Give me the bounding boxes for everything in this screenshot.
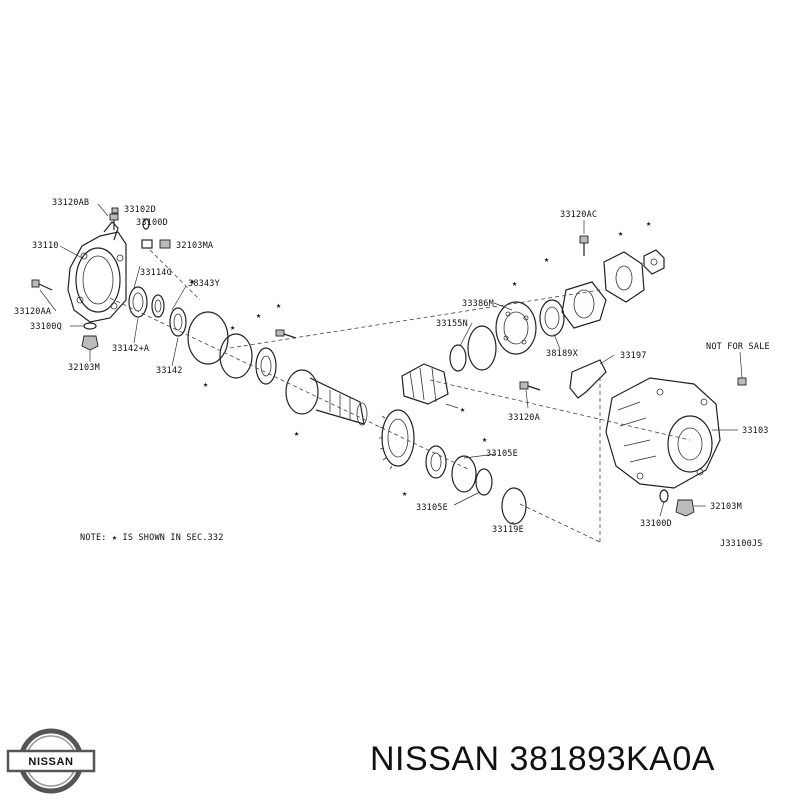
star-marker: ★ (460, 405, 465, 415)
label-33120a: 33120A (508, 413, 540, 423)
label-33197: 33197 (620, 351, 647, 361)
assembly-lines (109, 249, 691, 543)
star-marker: ★ (256, 311, 261, 321)
bearing-33105e (425, 445, 447, 479)
leader-lines (39, 203, 743, 525)
part-number-caption: NISSAN 381893KA0A (370, 740, 715, 778)
label-33103: 33103 (742, 426, 769, 436)
companion-flange (285, 369, 368, 426)
washer-33100q (83, 322, 97, 330)
star-marker: ★ (276, 301, 281, 311)
label-33100d-right: 33100D (640, 519, 672, 529)
bolt-33120aa (31, 279, 53, 291)
pinion-gear (401, 363, 459, 409)
label-32103m-left: 32103M (68, 363, 100, 373)
seal-33114g (151, 294, 165, 318)
star-marker: ★ (544, 255, 549, 265)
star-marker: ★ (203, 380, 208, 390)
shim-33155n (449, 344, 467, 372)
plug-32103ma (141, 239, 171, 249)
star-marker: ★ (230, 323, 235, 333)
label-33105e-a: 33105E (486, 449, 518, 459)
shim-33103e (475, 468, 493, 496)
plug-32103m-right (675, 499, 695, 517)
nut-right (643, 249, 665, 275)
washer-33100d-right (659, 489, 669, 503)
label-32103ma: 32103MA (176, 241, 213, 251)
label-33100d: 33100D (136, 218, 168, 228)
label-33119e: 33119E (492, 525, 524, 535)
section-note: NOTE: ★ IS SHOWN IN SEC.332 (80, 533, 224, 543)
label-33155n: 33155N (436, 319, 468, 329)
o-ring-33119e (501, 487, 527, 525)
logo-brand-text: NISSAN (28, 756, 73, 768)
label-33142: 33142 (156, 366, 183, 376)
part-labels: 33120AB 33102D 33100D 33110 32103MA 3311… (14, 198, 770, 549)
seal-center (255, 347, 277, 385)
label-33120aa: 33120AA (14, 307, 51, 317)
plug-32103m-left (81, 335, 99, 351)
label-33386m: 33386M (462, 299, 494, 309)
star-marker: ★ (402, 489, 407, 499)
bearing-38189x (539, 299, 565, 337)
o-ring-38343y (187, 311, 229, 365)
bearing-33142a (128, 286, 148, 318)
ring-gear (379, 409, 415, 470)
label-38189x: 38189X (546, 349, 579, 359)
differential-housing (605, 377, 721, 489)
label-33142a: 33142+A (112, 344, 149, 354)
washer-33100d (142, 218, 150, 230)
plug-not-for-sale (737, 377, 747, 386)
bolt-33120ac (579, 235, 589, 256)
star-marker: ★ (646, 219, 651, 229)
star-marker: ★ (294, 429, 299, 439)
star-marker: ★ (190, 277, 195, 287)
bearing-33386m (495, 301, 537, 355)
star-marker: ★ (482, 435, 487, 445)
o-ring-center (219, 333, 253, 379)
bolt-center (275, 329, 297, 339)
label-33100q: 33100Q (30, 322, 62, 332)
plug-33102d (111, 207, 119, 214)
label-32103m-right: 32103M (710, 502, 742, 512)
bracket-33197 (519, 359, 607, 399)
shim-33105e (451, 455, 477, 493)
bearing-outer-right (561, 281, 607, 329)
label-33102d: 33102D (124, 205, 156, 215)
bearing-33142 (169, 307, 187, 337)
case-cover-drawing (67, 221, 127, 323)
not-for-sale-label: NOT FOR SALE (706, 342, 770, 352)
label-33110: 33110 (32, 241, 59, 251)
label-33120ac: 33120AC (560, 210, 597, 220)
label-33114g: 33114G (140, 268, 172, 278)
star-markers: ★ ★ ★ ★ ★ ★ ★ ★ ★ ★ ★ ★ ★ (190, 219, 651, 499)
label-33120ab: 33120AB (52, 198, 89, 208)
star-marker: ★ (512, 279, 517, 289)
label-33105e-b: 33105E (416, 503, 448, 513)
bolt-33120ab (109, 213, 119, 230)
star-marker: ★ (618, 229, 623, 239)
label-38343y: 38343Y (188, 279, 220, 289)
flange-right (603, 251, 645, 303)
o-ring-large (467, 325, 497, 371)
diagram-code: J33100JS (720, 539, 763, 549)
nissan-logo: NISSAN (6, 728, 96, 794)
